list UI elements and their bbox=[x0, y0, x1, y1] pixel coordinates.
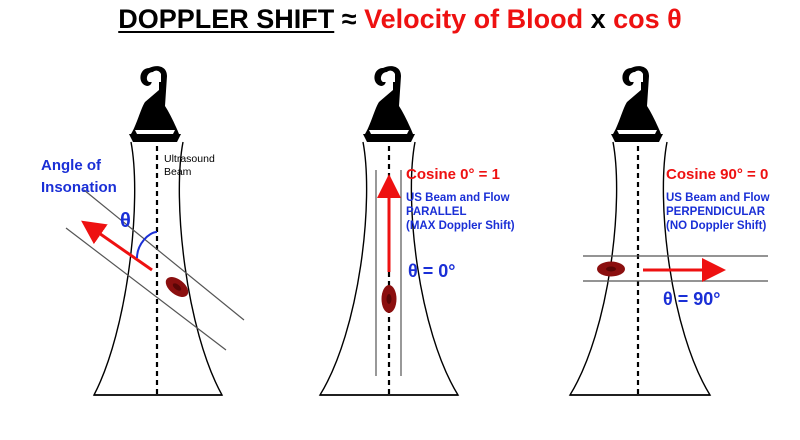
angle-label-line1: Angle of bbox=[41, 157, 102, 174]
page-title: DOPPLER SHIFT ≈ Velocity of Blood x cos … bbox=[0, 4, 800, 35]
flow-arrow-icon bbox=[81, 220, 153, 272]
title-approx: ≈ bbox=[334, 4, 365, 34]
vessel-wall-bottom bbox=[65, 227, 227, 351]
probe-icon bbox=[129, 66, 181, 142]
cosine-label: Cosine 0° = 1 bbox=[406, 166, 500, 183]
probe-icon bbox=[363, 66, 415, 142]
panel-angle: Angle of Insonation θ Ultrasound Beam bbox=[41, 66, 245, 396]
description-line3: (MAX Doppler Shift) bbox=[406, 220, 515, 232]
vessel-wall-top bbox=[83, 189, 245, 321]
theta-value-label: θ = 90° bbox=[663, 289, 720, 309]
description-line1: US Beam and Flow bbox=[406, 192, 510, 204]
theta-value-label: θ = 0° bbox=[408, 261, 455, 281]
red-blood-cell-center bbox=[172, 283, 182, 291]
panel-parallel: Cosine 0° = 1 US Beam and Flow PARALLEL … bbox=[318, 66, 515, 396]
angle-arc bbox=[136, 231, 158, 259]
probe-icon bbox=[611, 66, 663, 142]
description-line2: PERPENDICULAR bbox=[666, 206, 766, 218]
description-line2: PARALLEL bbox=[406, 206, 466, 218]
angle-label-line2: Insonation bbox=[41, 179, 117, 196]
red-blood-cell-center bbox=[606, 266, 616, 272]
description-line3: (NO Doppler Shift) bbox=[666, 220, 766, 232]
red-blood-cell-center bbox=[386, 294, 392, 304]
cosine-label: Cosine 90° = 0 bbox=[666, 166, 768, 183]
title-times: x bbox=[583, 4, 614, 34]
panel-perpendicular: Cosine 90° = 0 US Beam and Flow PERPENDI… bbox=[568, 66, 770, 396]
title-cos-theta: cos θ bbox=[613, 4, 682, 34]
beam-label-line2: Beam bbox=[164, 166, 192, 178]
description-line1: US Beam and Flow bbox=[666, 192, 770, 204]
theta-label: θ bbox=[120, 210, 131, 232]
beam-label-line1: Ultrasound bbox=[164, 153, 215, 165]
title-doppler-shift: DOPPLER SHIFT bbox=[118, 4, 335, 34]
title-velocity: Velocity of Blood bbox=[364, 4, 584, 34]
